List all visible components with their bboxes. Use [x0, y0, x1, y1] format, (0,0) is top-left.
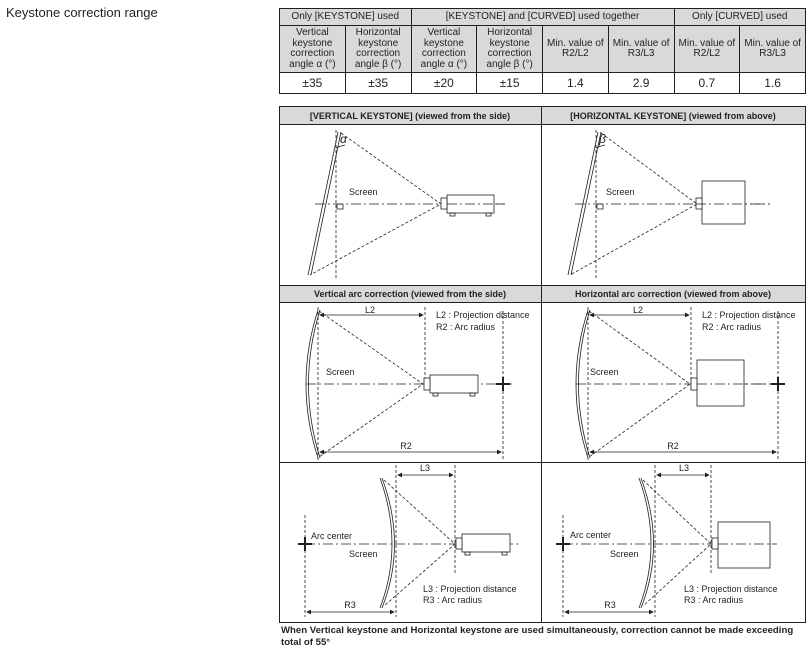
- column-header: Min. value of R2/L2: [673, 25, 741, 73]
- screen-label: Screen: [326, 367, 355, 377]
- horizontal-arc-title: Horizontal arc correction (viewed from a…: [575, 289, 771, 299]
- l2-label: L2: [633, 305, 643, 315]
- arc-center-label: Arc center: [570, 530, 611, 540]
- column-header: Min. value of R2/L2: [542, 25, 609, 73]
- horizontal-keystone-diagram: [567, 130, 770, 280]
- column-header: Min. value of R3/L3: [739, 25, 806, 73]
- table-cell: 1.4: [542, 72, 609, 94]
- alpha-label: α: [340, 132, 348, 146]
- beta-label: β: [598, 132, 606, 146]
- horizontal-arc-diagram: [575, 307, 786, 460]
- l2-legend: L2 : Projection distance: [436, 310, 530, 320]
- keystone-range-table: Only [KEYSTONE] used [KEYSTONE] and [CUR…: [279, 8, 806, 94]
- horizontal-arc-l3-diagram: [556, 465, 777, 617]
- screen-label: Screen: [349, 187, 378, 197]
- vertical-arc-title: Vertical arc correction (viewed from the…: [314, 289, 506, 299]
- l3-legend: L3 : Projection distance: [684, 584, 778, 594]
- r2-legend: R2 : Arc radius: [702, 322, 762, 332]
- l3-legend: L3 : Projection distance: [423, 584, 517, 594]
- vertical-keystone-title: [VERTICAL KEYSTONE] (viewed from the sid…: [310, 111, 510, 121]
- r3-legend: R3 : Arc radius: [684, 595, 744, 605]
- screen-label: Screen: [349, 549, 378, 559]
- section-title: Keystone correction range: [6, 5, 158, 20]
- footnote: When Vertical keystone and Horizontal ke…: [281, 625, 794, 648]
- screen-label: Screen: [610, 549, 639, 559]
- column-header: Horizontal keystone correction angle β (…: [476, 25, 543, 73]
- r2-label: R2: [667, 441, 679, 451]
- table-cell: ±35: [344, 72, 412, 94]
- r3-legend: R3 : Arc radius: [423, 595, 483, 605]
- vertical-arc-diagram: [305, 307, 512, 460]
- vertical-arc-l3-diagram: [298, 465, 518, 617]
- table-cell: ±15: [476, 72, 543, 94]
- r3-label: R3: [604, 600, 616, 610]
- l3-label: L3: [420, 463, 430, 473]
- l2-label: L2: [365, 305, 375, 315]
- group-header: Only [KEYSTONE] used: [279, 8, 412, 26]
- vertical-keystone-diagram: [307, 130, 505, 280]
- l3-label: L3: [679, 463, 689, 473]
- group-header: [KEYSTONE] and [CURVED] used together: [410, 8, 675, 26]
- table-cell: 2.9: [607, 72, 675, 94]
- group-header: Only [CURVED] used: [673, 8, 806, 26]
- column-header: Min. value of R3/L3: [607, 25, 675, 73]
- table-cell: 1.6: [739, 72, 806, 94]
- r3-label: R3: [344, 600, 356, 610]
- l2-legend: L2 : Projection distance: [702, 310, 796, 320]
- screen-label: Screen: [590, 367, 619, 377]
- screen-label: Screen: [606, 187, 635, 197]
- table-cell: ±35: [279, 72, 346, 94]
- horizontal-keystone-title: [HORIZONTAL KEYSTONE] (viewed from above…: [570, 111, 776, 121]
- arc-center-label: Arc center: [311, 531, 352, 541]
- r2-legend: R2 : Arc radius: [436, 322, 496, 332]
- column-header: Vertical keystone correction angle α (°): [279, 25, 346, 73]
- r2-label: R2: [400, 441, 412, 451]
- table-cell: ±20: [410, 72, 478, 94]
